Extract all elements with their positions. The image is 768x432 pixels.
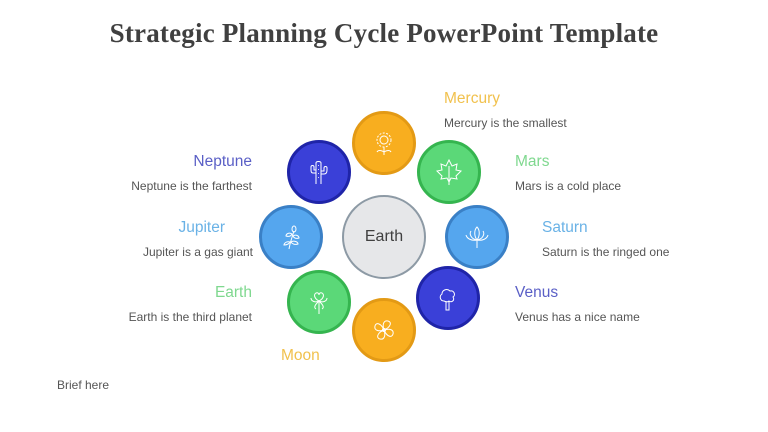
desc-saturn: Saturn is the ringed one xyxy=(542,245,670,259)
cycle-node-saturn xyxy=(445,205,509,269)
cycle-node-mercury xyxy=(352,111,416,175)
cycle-node-jupiter xyxy=(259,205,323,269)
hibiscus-icon xyxy=(374,320,394,340)
cycle-node-mars xyxy=(417,140,481,204)
sunflower-icon xyxy=(376,132,392,155)
clover-icon xyxy=(310,292,328,314)
cycle-node-neptune xyxy=(287,140,351,204)
brief-text: Brief here xyxy=(57,378,110,392)
label-venus: Venus xyxy=(515,284,559,301)
label-earth: Earth xyxy=(214,284,252,301)
desc-mars: Mars is a cold place xyxy=(515,179,622,193)
label-neptune: Neptune xyxy=(193,153,252,170)
desc-venus: Venus has a nice name xyxy=(515,310,640,324)
label-moon: Moon xyxy=(281,347,320,364)
cycle-center: Earth xyxy=(342,195,426,279)
label-jupiter: Jupiter xyxy=(178,219,225,236)
desc-earth: Earth is the third planet xyxy=(128,310,252,324)
label-mars: Mars xyxy=(515,153,550,170)
slide-title: Strategic Planning Cycle PowerPoint Temp… xyxy=(109,18,659,48)
cycle-node-earth xyxy=(287,270,351,334)
maple-leaf-icon xyxy=(435,158,463,185)
cactus-icon xyxy=(310,161,328,184)
label-mercury: Mercury xyxy=(444,90,500,107)
cycle-node-venus xyxy=(416,266,480,330)
desc-neptune: Neptune is the farthest xyxy=(131,179,252,193)
desc-mercury: Mercury is the smallest xyxy=(444,116,567,130)
tree-icon xyxy=(439,289,455,311)
lotus-icon xyxy=(465,226,489,248)
plant-sprig-icon xyxy=(283,225,300,250)
center-label: Earth xyxy=(364,228,404,245)
desc-jupiter: Jupiter is a gas giant xyxy=(142,245,253,259)
label-saturn: Saturn xyxy=(542,219,588,236)
cycle-node-moon xyxy=(352,298,416,362)
